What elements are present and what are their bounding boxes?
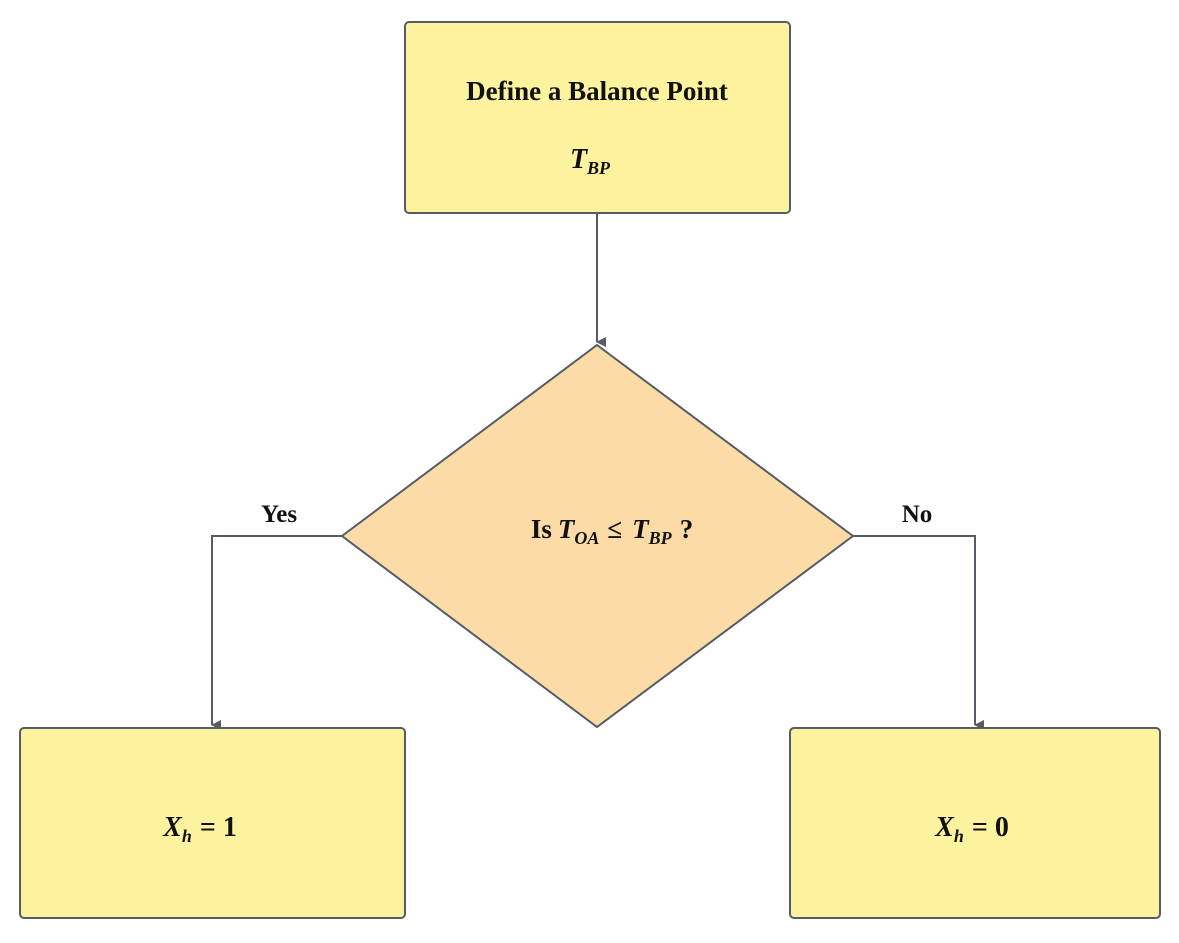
no-result-text: Xh= 0 bbox=[934, 812, 1009, 846]
no-result-box bbox=[789, 727, 1161, 919]
decision-diamond bbox=[340, 343, 855, 729]
arrow-no bbox=[853, 535, 984, 730]
yes-result-box bbox=[19, 727, 406, 919]
start-variable: TBP bbox=[570, 144, 611, 178]
arrow-yes bbox=[211, 535, 342, 730]
yes-label: Yes bbox=[261, 501, 297, 528]
start-title: Define a Balance Point bbox=[466, 76, 728, 106]
yes-result-text: Xh= 1 bbox=[162, 812, 237, 846]
no-label: No bbox=[902, 501, 933, 528]
start-box bbox=[404, 21, 791, 214]
